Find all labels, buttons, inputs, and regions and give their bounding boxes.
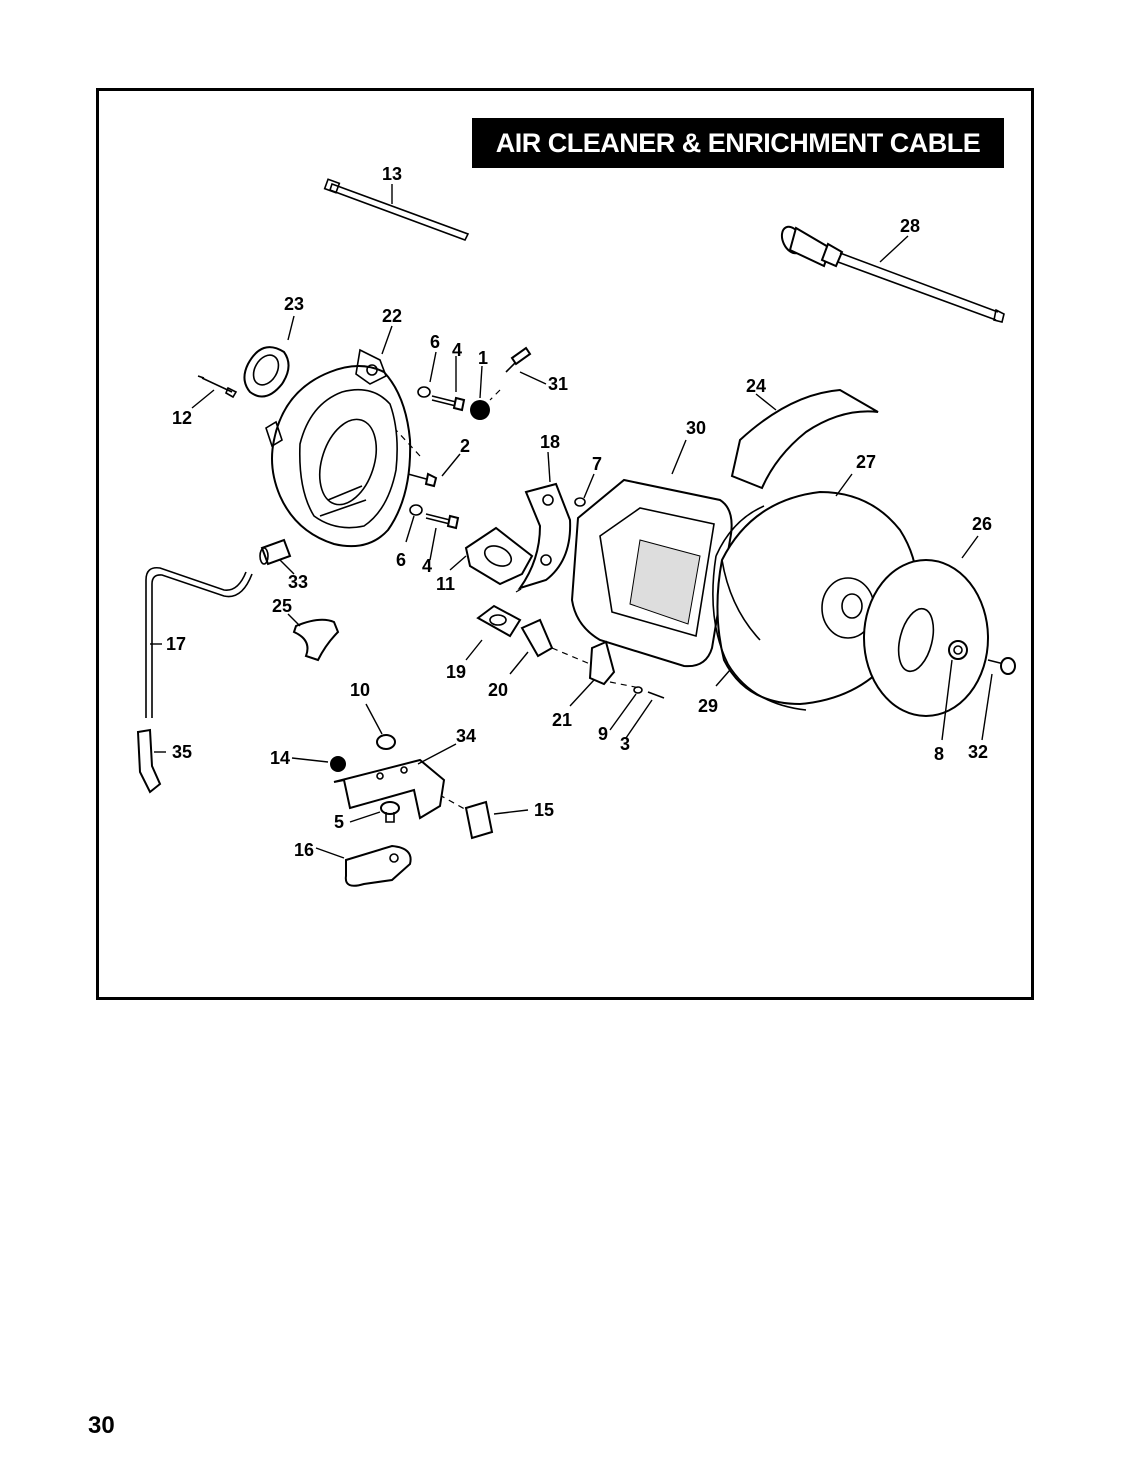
callout-14: 14 [270, 748, 290, 768]
callout-31: 31 [548, 374, 568, 394]
part-18-bracket [517, 482, 572, 590]
part-24-seal [730, 388, 879, 490]
assembly-line [609, 681, 641, 689]
callout-2: 2 [460, 436, 470, 456]
part-3-screw [647, 691, 665, 699]
callout-11: 11 [436, 574, 455, 594]
callout-10: 10 [350, 680, 370, 700]
assembly-line [395, 429, 421, 457]
part-35-hose [136, 728, 162, 794]
part-28-enrichment-cable [780, 225, 1005, 323]
callout-29: 29 [698, 696, 718, 716]
callout-3: 3 [620, 734, 630, 754]
callout-28: 28 [900, 216, 920, 236]
lower-hardware [409, 504, 460, 530]
callout-25: 25 [272, 596, 292, 616]
part-25-hose [292, 618, 340, 662]
part-15-clip [464, 800, 494, 840]
callout-19: 19 [446, 662, 466, 682]
page-number: 30 [88, 1412, 115, 1439]
callout-5: 5 [334, 812, 344, 832]
part-21-bracket [588, 640, 616, 686]
part-7-nut [574, 497, 586, 507]
callout-6: 6 [396, 550, 406, 570]
diagram-title: AIR CLEANER & ENRICHMENT CABLE [472, 118, 1004, 168]
part-17-tube [145, 566, 247, 718]
callout-23: 23 [284, 294, 304, 314]
callout-labels: 13 28 23 22 6 4 1 31 12 24 30 18 7 2 27 … [166, 164, 992, 860]
callout-13: 13 [382, 164, 402, 184]
part-2-screw [407, 472, 438, 488]
part-17-tube [151, 573, 253, 718]
part-16-strap-bracket [344, 844, 412, 887]
callout-9: 9 [598, 724, 608, 744]
callout-18: 18 [540, 432, 560, 452]
part-8-washer [948, 640, 968, 660]
callout-15: 15 [534, 800, 554, 820]
callout-17: 17 [166, 634, 186, 654]
assembly-line [489, 389, 501, 401]
callout-26: 26 [972, 514, 992, 534]
upper-hardware [417, 346, 532, 420]
part-10-nut [376, 734, 396, 750]
callout-16: 16 [294, 840, 314, 860]
part-13-tie-strap [323, 178, 470, 241]
part-30-filter-element [570, 478, 733, 668]
callout-7: 7 [592, 454, 602, 474]
callout-6: 6 [430, 332, 440, 352]
part-20-plate [520, 618, 554, 658]
assembly-line [551, 647, 591, 665]
part-29-ring [712, 505, 807, 711]
callout-21: 21 [552, 710, 572, 730]
callout-30: 30 [686, 418, 706, 438]
part-32-screw [987, 657, 1016, 675]
part-22-backplate [265, 348, 412, 548]
callout-22: 22 [382, 306, 402, 326]
assembly-line [419, 783, 471, 813]
leader-lines [150, 184, 993, 859]
callout-34: 34 [456, 726, 476, 746]
part-33-fitting [259, 538, 292, 566]
part-5-stud [380, 801, 400, 823]
part-34-mounting-bracket [333, 758, 446, 820]
callout-4: 4 [452, 340, 462, 360]
part-19-gasket [476, 604, 522, 638]
callout-1: 1 [478, 348, 488, 368]
part-14-grommet [330, 756, 346, 772]
diagram-frame [96, 88, 1034, 1000]
callout-4: 4 [422, 556, 432, 576]
callout-33: 33 [288, 572, 308, 592]
part-9-washer [633, 686, 643, 694]
callout-32: 32 [968, 742, 988, 762]
callout-12: 12 [172, 408, 192, 428]
callout-20: 20 [488, 680, 508, 700]
callout-8: 8 [934, 744, 944, 764]
part-26-cover-plate [863, 559, 989, 717]
part-12-pin [197, 375, 238, 399]
part-11-plate [464, 526, 534, 586]
callout-35: 35 [172, 742, 192, 762]
callout-27: 27 [856, 452, 876, 472]
part-23-gasket [243, 346, 290, 398]
callout-24: 24 [746, 376, 766, 396]
